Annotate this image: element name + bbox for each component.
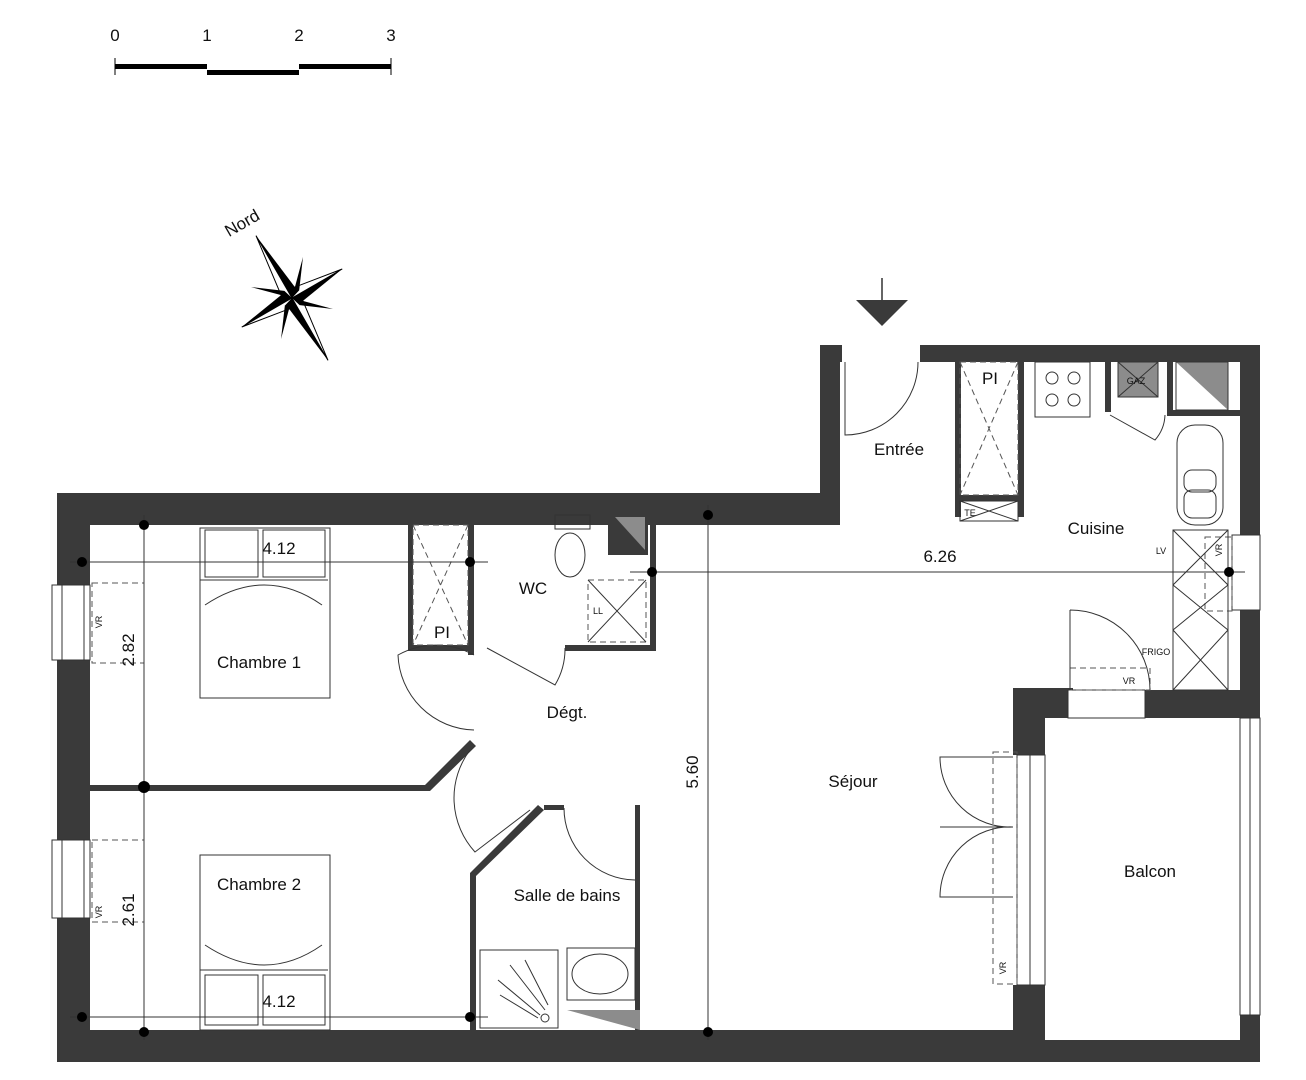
room-label-chambre1: Chambre 1 [217,653,301,672]
scale-bar: 0 1 2 3 [110,26,396,75]
dimension-lines [70,505,1245,1040]
outer-walls [57,345,1260,1062]
scale-tick: 0 [110,26,119,45]
fixture-label-frigo: FRIGO [1142,647,1171,657]
room-label-entree: Entrée [874,440,924,459]
fixture-label-ll: LL [593,606,603,616]
fixture-label-placard: PI [982,369,998,388]
fixture-label-gaz: GAZ [1127,376,1146,386]
fixture-label-vr: VR [998,961,1008,974]
fixture-label-lv: LV [1156,546,1166,556]
room-label-wc: WC [519,579,547,598]
dimension-chambre1-depth: 2.82 [119,633,138,666]
dimension-chambre2-depth: 2.61 [119,893,138,926]
scale-tick: 3 [386,26,395,45]
room-label-degagement: Dégt. [547,703,588,722]
fixtures [199,361,1229,1031]
dimension-chambre1-width: 4.12 [262,539,295,558]
dimension-sejour-width: 6.26 [923,547,956,566]
room-label-balcon: Balcon [1124,862,1176,881]
scale-tick: 2 [294,26,303,45]
compass-label: Nord [222,206,263,241]
windows [51,534,1261,1016]
fixture-label-vr: VR [1123,676,1136,686]
entrance-arrow-icon [856,278,908,326]
room-label-salle-de-bains: Salle de bains [514,886,621,905]
dimension-chambre2-width: 4.12 [262,992,295,1011]
doors [397,361,1166,898]
fixture-label-te: TE [964,508,976,518]
interior-walls [90,362,1240,1030]
fixture-label-vr: VR [94,905,104,918]
dimension-sejour-depth: 5.60 [683,755,702,788]
scale-tick: 1 [202,26,211,45]
room-label-chambre2: Chambre 2 [217,875,301,894]
fixture-label-placard: PI [434,623,450,642]
room-label-sejour: Séjour [828,772,877,791]
fixture-label-vr: VR [94,615,104,628]
fixture-label-vr: VR [1214,543,1224,556]
room-label-cuisine: Cuisine [1068,519,1125,538]
